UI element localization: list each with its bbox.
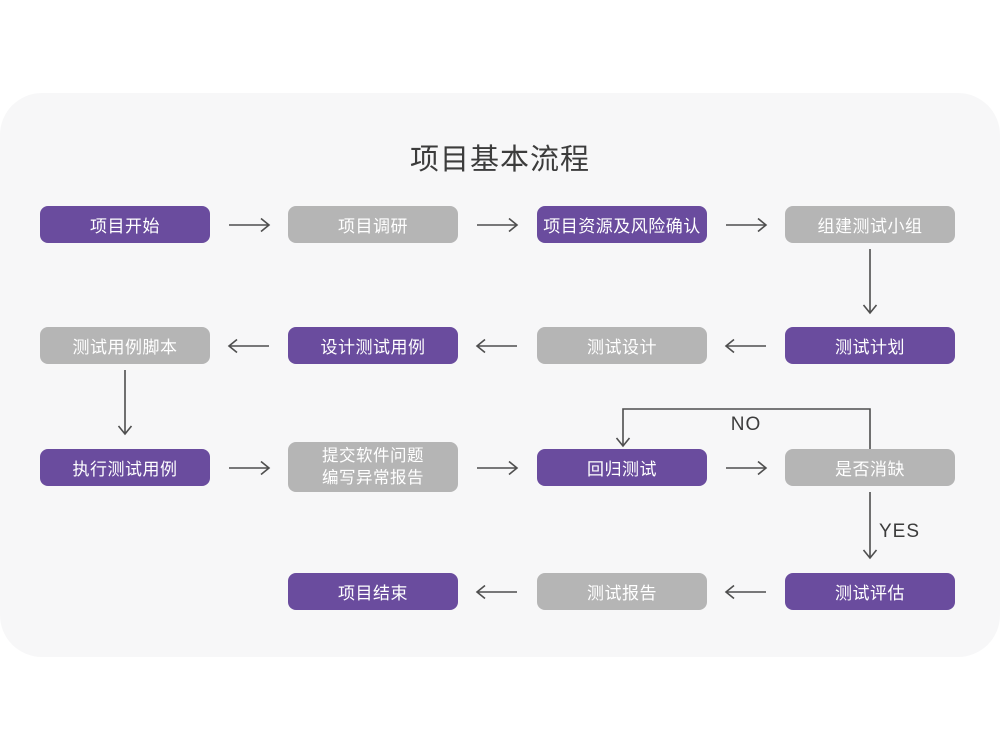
node-submit-issues-report: 提交软件问题 编写异常报告 xyxy=(288,442,458,492)
node-execute-test-cases: 执行测试用例 xyxy=(40,449,210,486)
node-resource-risk-confirm: 项目资源及风险确认 xyxy=(537,206,707,243)
node-project-start: 项目开始 xyxy=(40,206,210,243)
node-project-end: 项目结束 xyxy=(288,573,458,610)
node-design-test-cases: 设计测试用例 xyxy=(288,327,458,364)
page-title: 项目基本流程 xyxy=(409,144,590,176)
node-regression-test: 回归测试 xyxy=(537,449,707,486)
node-defect-resolved-decision: 是否消缺 xyxy=(785,449,955,486)
node-test-design: 测试设计 xyxy=(537,327,707,364)
yes-branch-label: YES xyxy=(879,521,921,542)
node-test-plan: 测试计划 xyxy=(785,327,955,364)
node-build-test-team: 组建测试小组 xyxy=(785,206,955,243)
flowchart-card xyxy=(0,93,1000,657)
no-branch-label: NO xyxy=(730,414,762,435)
node-project-research: 项目调研 xyxy=(288,206,458,243)
node-test-case-script: 测试用例脚本 xyxy=(40,327,210,364)
node-test-evaluation: 测试评估 xyxy=(785,573,955,610)
node-test-report: 测试报告 xyxy=(537,573,707,610)
